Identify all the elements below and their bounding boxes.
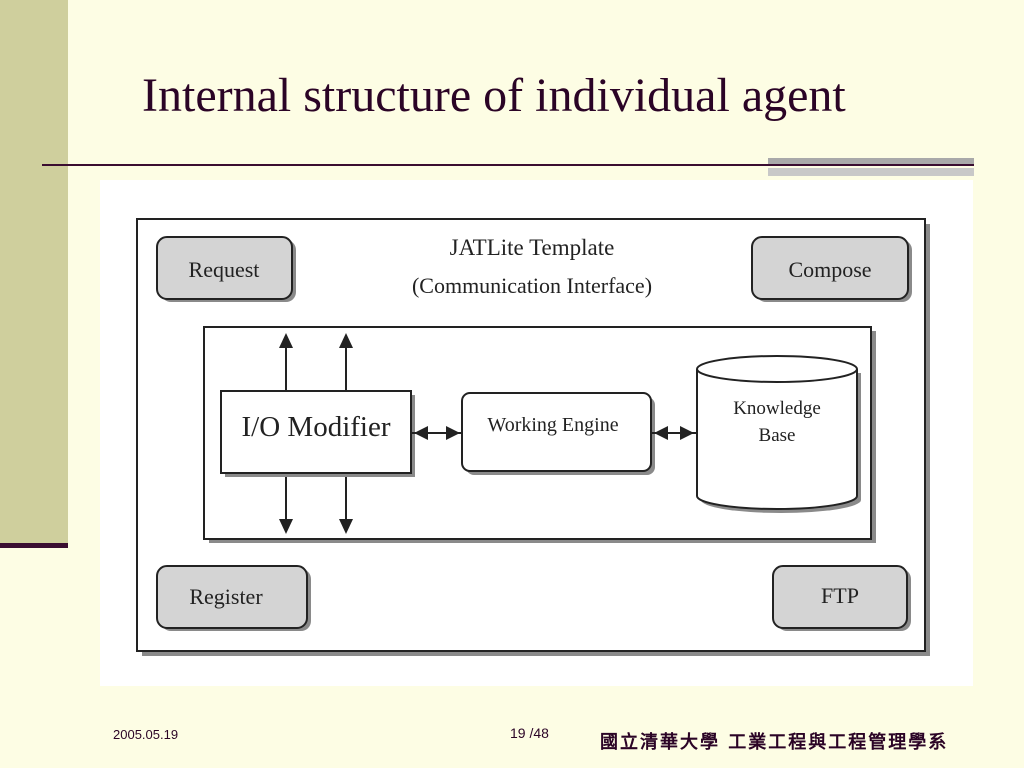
title-rule-accent xyxy=(768,158,974,166)
io-down-arrows xyxy=(279,474,353,534)
title-rule-accent-shadow xyxy=(768,168,974,176)
working-engine-box: Working Engine xyxy=(461,392,655,475)
template-title: JATLite Template xyxy=(450,235,615,260)
ftp-label: FTP xyxy=(821,583,859,608)
request-label: Request xyxy=(189,257,260,282)
side-bar-underline xyxy=(0,543,68,548)
knowledge-base-label-1: Knowledge xyxy=(733,398,821,419)
io-modifier-box: I/O Modifier xyxy=(220,390,415,477)
side-bar xyxy=(0,0,68,545)
footer-page-number: 19 /48 xyxy=(510,725,549,741)
title-rule xyxy=(42,164,974,166)
register-box: Register xyxy=(156,565,311,631)
knowledge-base-cylinder: Knowledge Base xyxy=(696,355,861,513)
compose-box: Compose xyxy=(751,236,912,302)
footer-organization: 國立清華大學 工業工程與工程管理學系 xyxy=(600,732,949,753)
slide-title: Internal structure of individual agent xyxy=(142,69,846,122)
io-engine-arrow xyxy=(411,426,462,440)
template-subtitle: (Communication Interface) xyxy=(412,273,652,298)
io-modifier-label: I/O Modifier xyxy=(242,411,391,443)
footer-date: 2005.05.19 xyxy=(113,727,179,742)
register-label: Register xyxy=(189,584,263,609)
knowledge-base-label-2: Base xyxy=(759,425,796,446)
io-up-arrows xyxy=(279,333,353,391)
compose-label: Compose xyxy=(788,257,871,282)
ftp-box: FTP xyxy=(772,565,911,631)
engine-kb-arrow xyxy=(651,426,697,440)
request-box: Request xyxy=(156,236,296,302)
working-engine-label: Working Engine xyxy=(487,414,618,436)
